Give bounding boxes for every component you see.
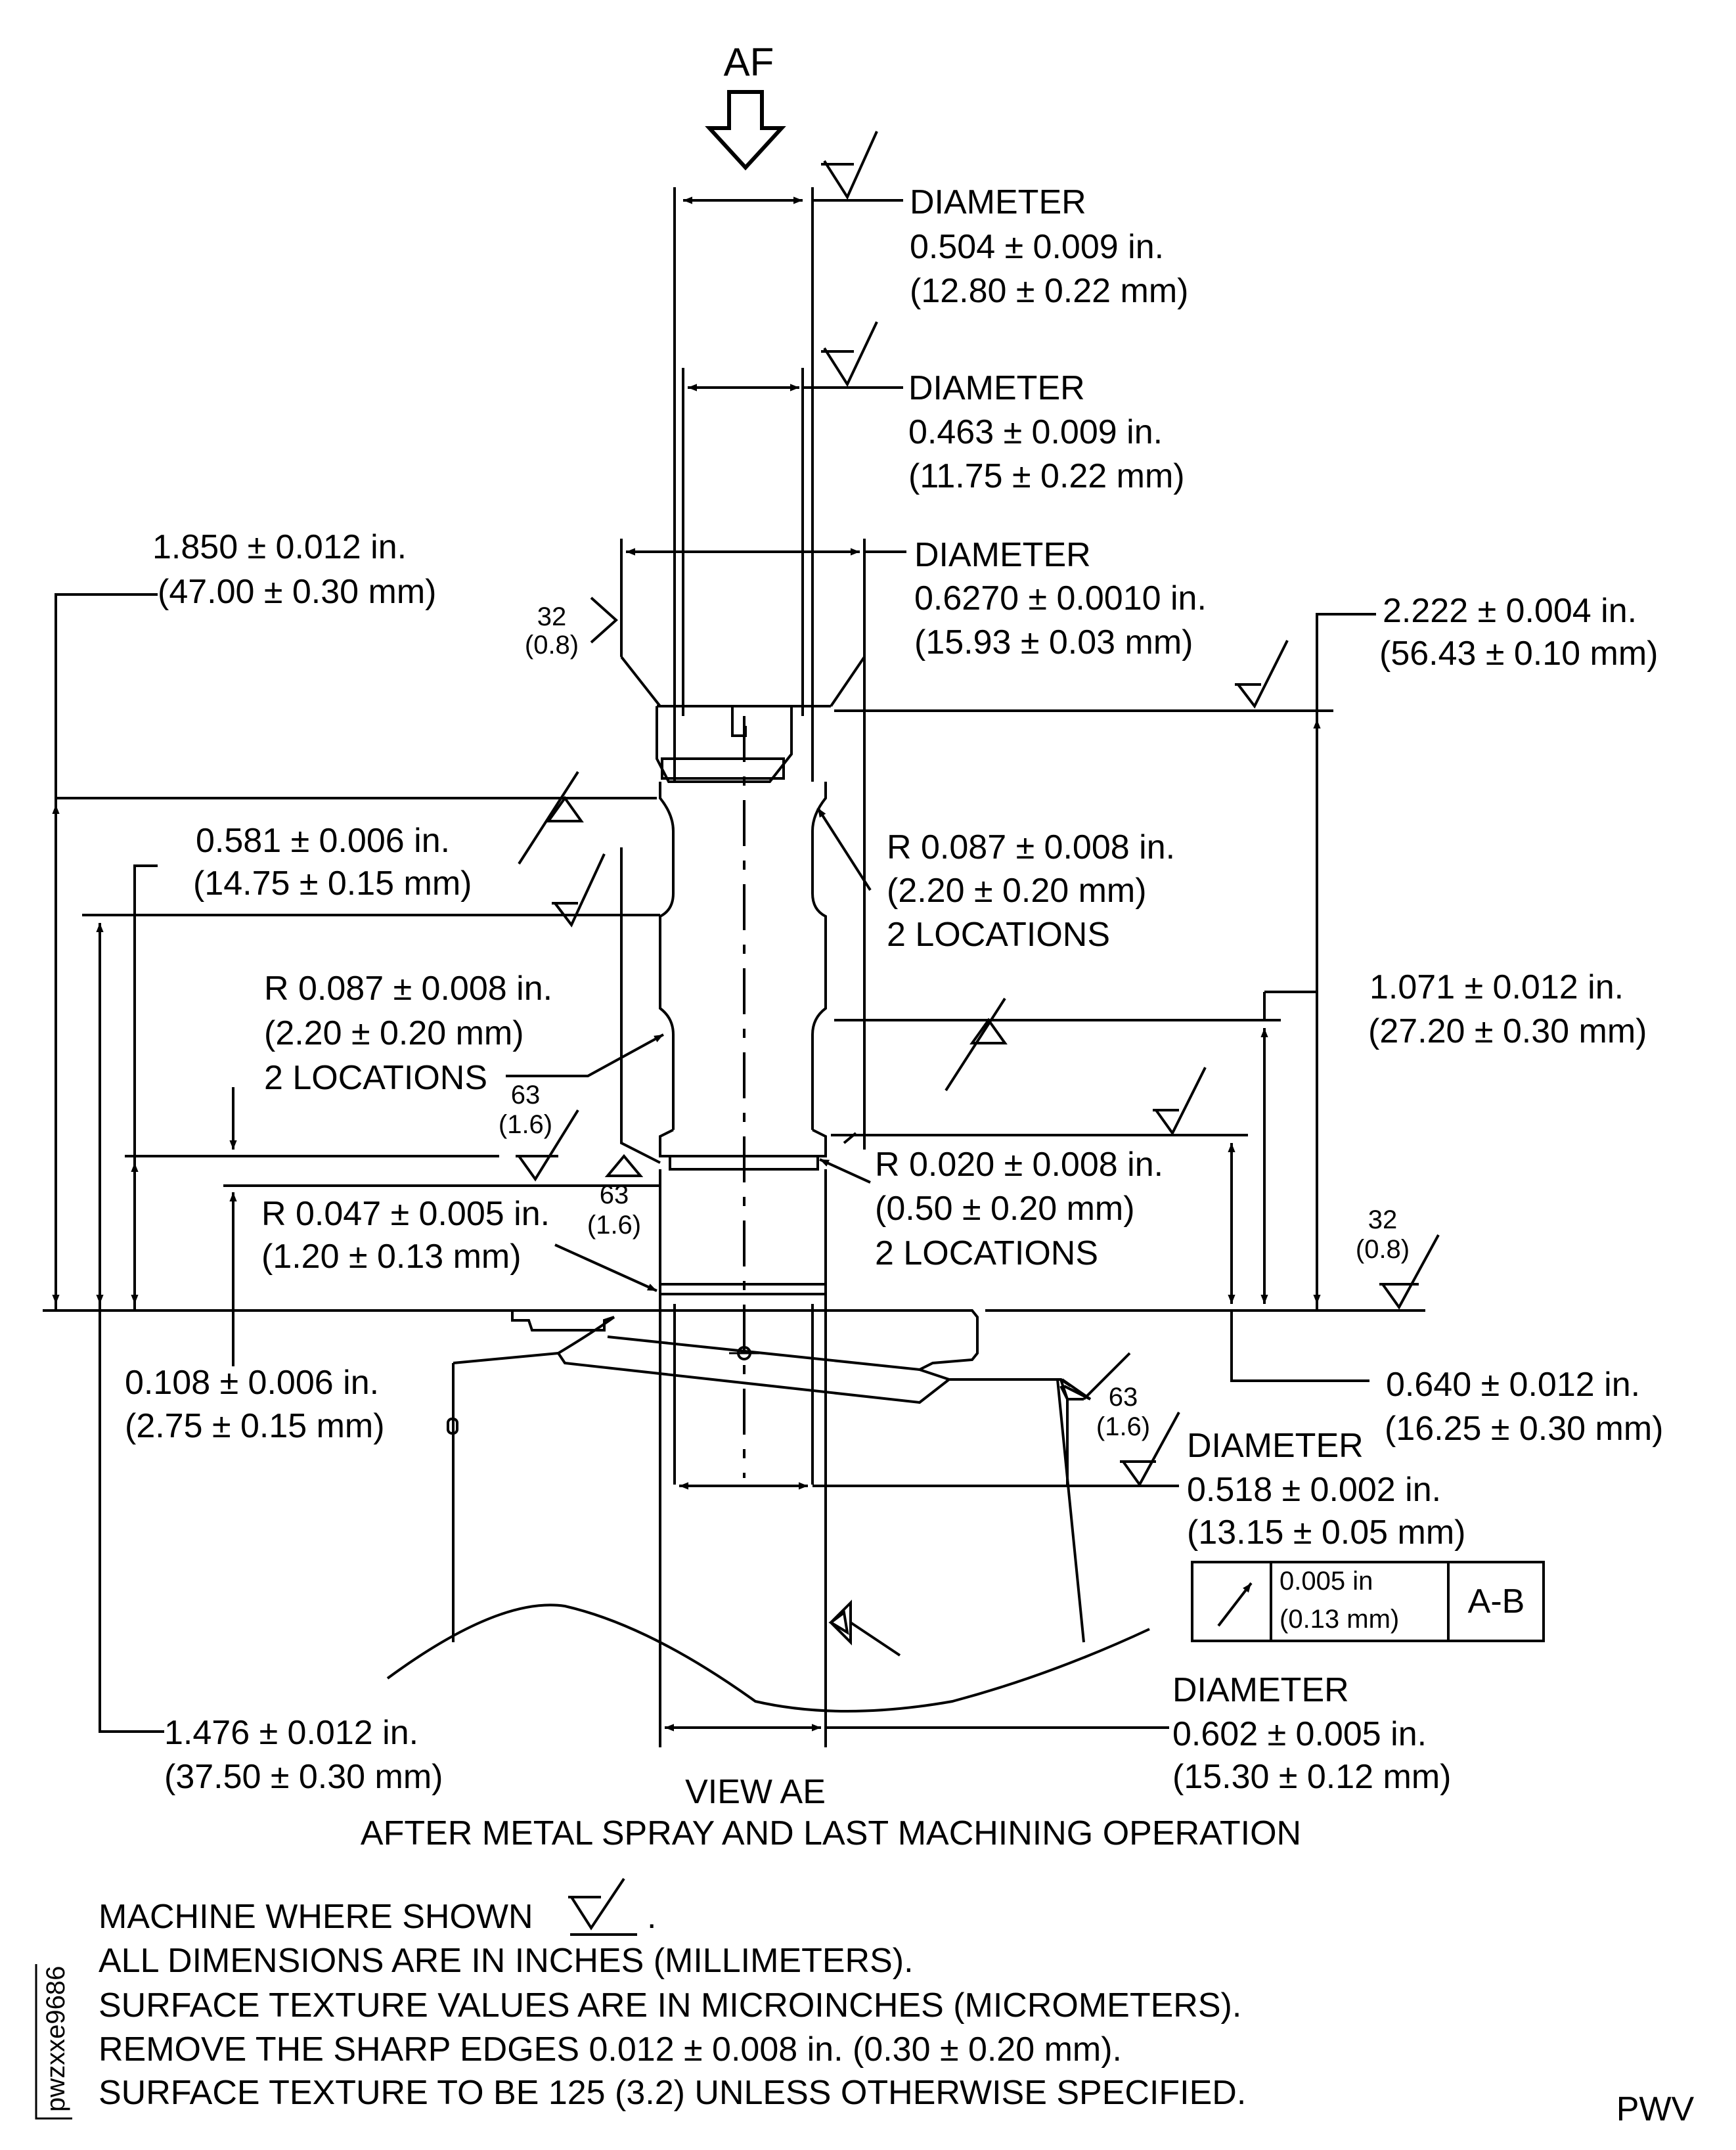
s32-left-micro: 32 xyxy=(537,602,567,631)
tolerance-value-mm: (0.13 mm) xyxy=(1280,1605,1399,1634)
radius-right-upper-inch: R 0.087 ± 0.008 in. xyxy=(887,828,1175,866)
tolerance-frame: 0.005 in (0.13 mm) A-B xyxy=(1191,1561,1545,1642)
view-arrow-af: AF xyxy=(705,40,786,171)
s32-left-metric: (0.8) xyxy=(525,631,579,660)
radius-left-qty: 2 LOCATIONS xyxy=(264,1059,487,1097)
len-1071-inch: 1.071 ± 0.012 in. xyxy=(1369,968,1624,1006)
note-line-1-end: . xyxy=(647,1898,656,1936)
journal-dia-inch: 0.6270 ± 0.0010 in. xyxy=(914,579,1207,617)
overall-1850-mm: (47.00 ± 0.30 mm) xyxy=(158,573,436,611)
note-line-3: SURFACE TEXTURE VALUES ARE IN MICROINCHE… xyxy=(99,1986,1241,2025)
radius-left-inch: R 0.087 ± 0.008 in. xyxy=(264,970,552,1008)
view-subtitle: AFTER METAL SPRAY AND LAST MACHINING OPE… xyxy=(361,1814,1301,1852)
len-0581-inch: 0.581 ± 0.006 in. xyxy=(196,822,450,860)
tolerance-value-in: 0.005 in xyxy=(1280,1567,1373,1596)
radius-right-upper-mm: (2.20 ± 0.20 mm) xyxy=(887,872,1147,910)
s63-right-metric: (1.6) xyxy=(1096,1412,1150,1441)
stem-dia-label: DIAMETER xyxy=(1187,1427,1364,1465)
view-title-block: VIEW AE AFTER METAL SPRAY AND LAST MACHI… xyxy=(361,1773,1301,1852)
s63-right-micro: 63 xyxy=(1109,1383,1138,1412)
len-0640-mm: (16.25 ± 0.30 mm) xyxy=(1385,1410,1663,1448)
radius-right-upper-qty: 2 LOCATIONS xyxy=(887,916,1110,954)
base-housing xyxy=(386,1309,1150,1713)
radius-left-mm: (2.20 ± 0.20 mm) xyxy=(264,1014,524,1052)
radius-0047-inch: R 0.047 ± 0.005 in. xyxy=(261,1195,550,1233)
overall-1850-inch: 1.850 ± 0.012 in. xyxy=(152,528,407,566)
len-0108-mm: (2.75 ± 0.15 mm) xyxy=(125,1407,385,1445)
machine-symbol-icon xyxy=(570,1877,625,1931)
top-dia-label: DIAMETER xyxy=(910,183,1086,221)
top-dia-mm: (12.80 ± 0.22 mm) xyxy=(910,272,1188,310)
s32-right-metric: (0.8) xyxy=(1356,1235,1410,1264)
radius-0047-mm: (1.20 ± 0.13 mm) xyxy=(261,1238,522,1276)
s63-upper-micro: 63 xyxy=(511,1081,541,1109)
note-line-1: MACHINE WHERE SHOWN xyxy=(99,1898,533,1936)
view-arrow-label: AF xyxy=(724,40,774,84)
dimension-lines xyxy=(43,196,1425,1733)
len-1476-mm: (37.50 ± 0.30 mm) xyxy=(164,1758,443,1796)
general-notes: MACHINE WHERE SHOWN . ALL DIMENSIONS ARE… xyxy=(99,1877,1246,2112)
journal-dia-label: DIAMETER xyxy=(914,536,1091,574)
tolerance-datum: A-B xyxy=(1468,1582,1525,1621)
note-line-5: SURFACE TEXTURE TO BE 125 (3.2) UNLESS O… xyxy=(99,2074,1246,2112)
stem-dia-inch: 0.518 ± 0.002 in. xyxy=(1187,1471,1441,1509)
figure-id: pwzxxe9686 xyxy=(35,1964,72,2120)
callout-texts: DIAMETER 0.504 ± 0.009 in. (12.80 ± 0.22… xyxy=(125,183,1663,1796)
bottom-dia-label: DIAMETER xyxy=(1172,1671,1349,1709)
len-1071-mm: (27.20 ± 0.30 mm) xyxy=(1368,1012,1647,1050)
second-dia-inch: 0.463 ± 0.009 in. xyxy=(908,413,1163,451)
stem-dia-mm: (13.15 ± 0.05 mm) xyxy=(1187,1513,1465,1552)
runout-arrow-icon xyxy=(1217,1582,1253,1627)
s63-lower-micro: 63 xyxy=(600,1180,629,1209)
s63-upper-metric: (1.6) xyxy=(499,1110,552,1139)
radius-small-inch: R 0.020 ± 0.008 in. xyxy=(875,1146,1163,1184)
top-2222-inch: 2.222 ± 0.004 in. xyxy=(1383,592,1637,630)
corner-code: PWV xyxy=(1616,2090,1695,2128)
second-dia-mm: (11.75 ± 0.22 mm) xyxy=(908,457,1185,495)
shaft-part-outline xyxy=(620,187,866,1747)
radius-small-mm: (0.50 ± 0.20 mm) xyxy=(875,1190,1135,1228)
s63-lower-metric: (1.6) xyxy=(587,1211,641,1240)
surface-texture-symbols: 32 (0.8) 63 (1.6) 63 (1.6) 32 (0.8) 63 (… xyxy=(499,131,1440,1657)
view-title: VIEW AE xyxy=(685,1773,826,1811)
bottom-dia-inch: 0.602 ± 0.005 in. xyxy=(1172,1715,1427,1753)
journal-dia-mm: (15.93 ± 0.03 mm) xyxy=(914,623,1193,661)
figure-id-text: pwzxxe9686 xyxy=(41,1966,70,2112)
len-0581-mm: (14.75 ± 0.15 mm) xyxy=(193,864,472,903)
bottom-dia-mm: (15.30 ± 0.12 mm) xyxy=(1172,1758,1451,1796)
top-2222-mm: (56.43 ± 0.10 mm) xyxy=(1379,635,1658,673)
len-0640-inch: 0.640 ± 0.012 in. xyxy=(1386,1366,1640,1404)
radius-small-qty: 2 LOCATIONS xyxy=(875,1234,1098,1272)
len-1476-inch: 1.476 ± 0.012 in. xyxy=(164,1714,418,1752)
top-dia-inch: 0.504 ± 0.009 in. xyxy=(910,228,1164,266)
s32-right-micro: 32 xyxy=(1368,1205,1398,1234)
len-0108-inch: 0.108 ± 0.006 in. xyxy=(125,1364,379,1402)
note-line-4: REMOVE THE SHARP EDGES 0.012 ± 0.008 in.… xyxy=(99,2030,1122,2069)
note-line-2: ALL DIMENSIONS ARE IN INCHES (MILLIMETER… xyxy=(99,1942,914,1980)
second-dia-label: DIAMETER xyxy=(908,369,1085,407)
